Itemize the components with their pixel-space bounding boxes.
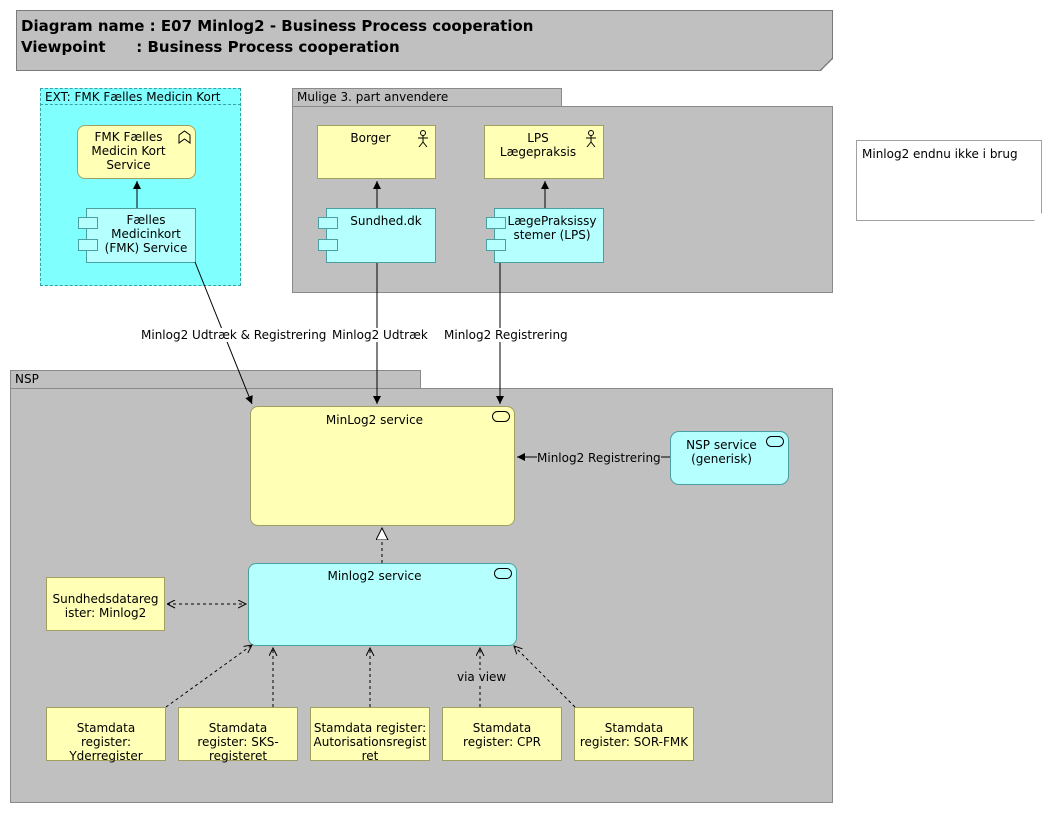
component-tab-icon: [78, 217, 98, 229]
cpr-via-view-label: via view: [457, 670, 507, 684]
lps-component-label: LægePraksissystemer (LPS): [507, 214, 597, 242]
fmk-application-component[interactable]: Fælles Medicinkort (FMK) Service: [78, 208, 196, 263]
fmk-component-label: Fælles Medicinkort (FMK) Service: [104, 213, 188, 255]
diagram-header: Diagram name : E07 Minlog2 - Business Pr…: [16, 10, 833, 71]
stamdata-yderregister-label: Stamdata register: Yderregister: [69, 721, 143, 763]
stamdata-cpr[interactable]: Stamdata register: CPR: [442, 707, 562, 761]
ext-group-label: EXT: FMK Fælles Medicin Kort: [45, 90, 221, 104]
borger-label: Borger: [350, 131, 391, 145]
minlog2-application-service-label: Minlog2 service: [327, 569, 422, 583]
nsp-group-label: NSP: [15, 372, 39, 386]
diagram-name-label: Diagram name: [21, 17, 145, 35]
service-icon: [492, 411, 510, 422]
stamdata-yderregister[interactable]: Stamdata register: Yderregister: [46, 707, 166, 763]
third-party-group-label: Mulige 3. part anvendere: [297, 90, 449, 104]
header-corner-fold: [820, 58, 832, 70]
lps-actor-label-line2: Lægepraksis: [499, 145, 577, 159]
actor-icon: [418, 130, 428, 148]
nsp-minlog-connector-label: Minlog2 Registrering: [537, 451, 661, 465]
fmk-minlog-connector-label: Minlog2 Udtræk & Registrering: [141, 328, 327, 342]
service-icon: [494, 568, 512, 579]
stamdata-autorisation-label: Stamdata register: Autorisationsregistre…: [313, 721, 427, 763]
sundhed-dk-component[interactable]: Sundhed.dk: [318, 208, 436, 263]
sundhed-minlog-connector-label: Minlog2 Udtræk: [332, 328, 428, 342]
stamdata-autorisation[interactable]: Stamdata register: Autorisationsregistre…: [310, 707, 430, 763]
note[interactable]: Minlog2 endnu ikke i brug: [856, 140, 1042, 221]
lps-actor-label-line1: LPS: [527, 131, 549, 145]
viewpoint-value: : Business Process cooperation: [136, 38, 400, 56]
function-icon: [178, 130, 191, 144]
stamdata-sks[interactable]: Stamdata register: SKS-registeret: [178, 707, 298, 763]
lps-actor[interactable]: LPS Lægepraksis: [484, 125, 604, 179]
actor-icon: [586, 130, 596, 148]
component-tab-icon: [318, 217, 338, 229]
fmk-business-service[interactable]: FMK Fælles Medicin Kort Service: [77, 125, 196, 179]
minlog2-business-service[interactable]: MinLog2 service: [250, 406, 515, 526]
borger-actor[interactable]: Borger: [317, 125, 436, 179]
service-icon: [766, 436, 784, 447]
lps-component[interactable]: LægePraksissystemer (LPS): [486, 208, 604, 263]
lps-minlog-connector-label: Minlog2 Registrering: [444, 328, 568, 342]
viewpoint-line: Viewpoint : Business Process cooperation: [21, 38, 400, 56]
diagram-name-line: Diagram name : E07 Minlog2 - Business Pr…: [21, 17, 533, 35]
fmk-service-label: FMK Fælles Medicin Kort Service: [91, 130, 166, 172]
component-tab-icon: [318, 239, 338, 251]
sundhed-dk-label: Sundhed.dk: [350, 214, 422, 228]
stamdata-sor-label: Stamdata register: SOR-FMK: [579, 721, 689, 749]
nsp-service-label: NSP service (generisk): [686, 438, 757, 466]
stamdata-sor[interactable]: Stamdata register: SOR-FMK: [574, 707, 694, 761]
diagram-name-value: : E07 Minlog2 - Business Process coopera…: [149, 17, 534, 35]
nsp-group-tab[interactable]: NSP: [10, 370, 421, 388]
minlog2-business-service-label: MinLog2 service: [325, 413, 424, 427]
component-tab-icon: [78, 239, 98, 251]
component-tab-icon: [486, 239, 506, 251]
stamdata-cpr-label: Stamdata register: CPR: [463, 721, 541, 749]
stamdata-sks-label: Stamdata register: SKS-registeret: [197, 721, 279, 763]
sundhedsdataregister-label: Sundhedsdataregister: Minlog2: [52, 592, 159, 620]
minlog2-application-service[interactable]: Minlog2 service: [248, 563, 517, 646]
viewpoint-label: Viewpoint: [21, 38, 106, 56]
sundhedsdataregister-data-object[interactable]: Sundhedsdataregister: Minlog2: [46, 577, 165, 631]
third-party-group-tab[interactable]: Mulige 3. part anvendere: [292, 88, 562, 106]
nsp-application-service[interactable]: NSP service (generisk): [670, 431, 789, 485]
ext-group-tab-divider: [40, 104, 241, 105]
component-tab-icon: [486, 217, 506, 229]
note-text: Minlog2 endnu ikke i brug: [862, 147, 1018, 161]
